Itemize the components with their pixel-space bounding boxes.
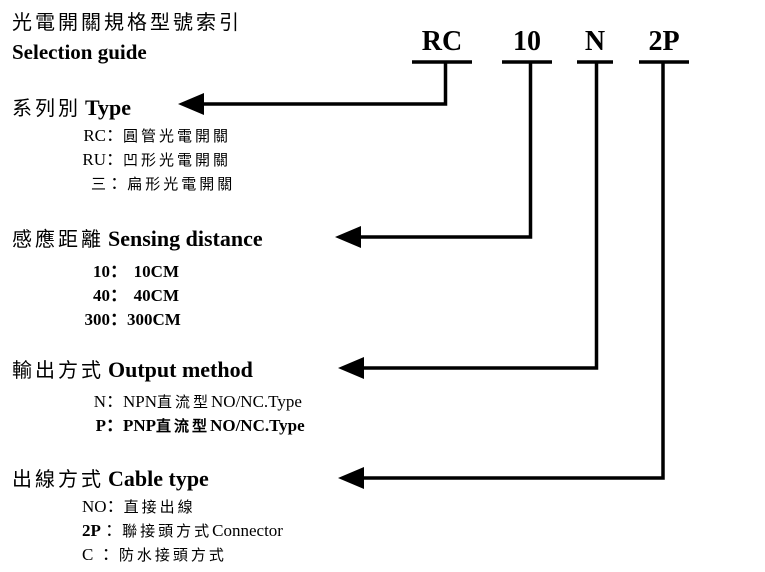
code-part-distance: 10 — [513, 26, 541, 57]
item-value: NPN — [123, 392, 158, 411]
item-sep: ： — [110, 286, 127, 305]
code-part-output: N — [584, 26, 606, 57]
item-value: PNP — [123, 416, 157, 435]
connector-cable — [360, 62, 665, 480]
list-item: RU：凹形光電開關 — [76, 148, 235, 172]
section-heading-output-en: Output method — [108, 357, 253, 382]
section-heading-cable-en: Cable type — [108, 466, 209, 491]
output-list: N：NPN直流型NO/NC.Type P：PNP直流型NO/NC.Type — [90, 390, 305, 438]
list-item: 2P ：聯接頭方式Connector — [82, 519, 283, 543]
item-value-zh: 聯接頭方式 — [122, 522, 213, 540]
item-sep: ： — [110, 262, 127, 281]
item-value: 凹形光電開關 — [123, 151, 232, 169]
section-heading-type-en: Type — [85, 95, 132, 120]
item-sep: ： — [100, 521, 123, 540]
item-key: RC — [83, 126, 106, 145]
arrow-type-icon — [178, 93, 204, 115]
item-key: C — [82, 545, 94, 564]
item-sep: ： — [106, 174, 128, 193]
item-value: 300CM — [127, 310, 181, 329]
item-value: 圓管光電開關 — [123, 127, 232, 145]
cable-list: NO：直接出線 2P ：聯接頭方式Connector C ：防水接頭方式 — [82, 495, 283, 567]
item-value: 40CM — [133, 286, 179, 305]
list-item: C ：防水接頭方式 — [82, 543, 283, 567]
arrow-output-icon — [338, 357, 364, 379]
item-sep: ： — [110, 310, 127, 329]
connector-distance — [358, 62, 533, 239]
item-key: NO — [82, 497, 107, 516]
item-value-zh: 直接出線 — [123, 498, 196, 516]
connector-series — [200, 62, 448, 106]
list-item: P：PNP直流型NO/NC.Type — [90, 414, 305, 438]
code-part-series: RC — [421, 26, 463, 57]
list-item: 300：300CM — [76, 308, 181, 332]
list-item: 10： 10CM — [76, 260, 179, 284]
item-sep: ： — [106, 392, 123, 411]
section-heading-cable-zh: 出線方式 — [12, 467, 104, 491]
list-item: 三 ：扁形光電開關 — [76, 172, 235, 196]
list-item: 40： 40CM — [76, 284, 179, 308]
item-key: 300 — [84, 310, 111, 329]
code-part-cable: 2P — [648, 26, 680, 57]
item-sep: ： — [106, 126, 123, 145]
distance-list: 10：10CM 40：40CM 300：300CM — [76, 260, 181, 332]
arrow-distance-icon — [335, 226, 361, 248]
title-chinese: 光電開關規格型號索引 — [12, 10, 242, 34]
title-english: Selection guide — [12, 40, 147, 64]
item-key: N — [93, 392, 106, 411]
section-heading-type-zh: 系列別 — [12, 96, 81, 120]
section-heading-output-zh: 輸出方式 — [12, 358, 104, 382]
connector-output — [360, 62, 599, 370]
item-key: 三 — [90, 175, 106, 193]
arrow-cable-icon — [338, 467, 364, 489]
item-sep: ： — [93, 545, 119, 564]
item-key: P — [95, 416, 106, 435]
item-value-suffix: NO/NC.Type — [211, 392, 302, 411]
type-list: RC：圓管光電開關 RU：凹形光電開關 三 ：扁形光電開關 — [76, 124, 235, 196]
item-value-suffix: NO/NC.Type — [210, 416, 305, 435]
item-value-en: Connector — [212, 521, 283, 540]
list-item: NO：直接出線 — [82, 495, 283, 519]
item-key: RU — [82, 150, 106, 169]
item-value-zh: 直流型 — [156, 417, 211, 435]
item-key: 2P — [82, 521, 101, 540]
item-key: 40 — [93, 286, 110, 305]
section-heading-distance-en: Sensing distance — [108, 226, 263, 251]
item-sep: ： — [106, 497, 124, 516]
list-item: N：NPN直流型NO/NC.Type — [90, 390, 305, 414]
section-heading-distance-zh: 感應距離 — [12, 227, 104, 251]
item-value-zh: 直流型 — [157, 393, 212, 411]
item-sep: ： — [106, 150, 123, 169]
item-value: 扁形光電開關 — [127, 175, 236, 193]
list-item: RC：圓管光電開關 — [76, 124, 235, 148]
item-value: 10CM — [133, 262, 179, 281]
item-value-zh: 防水接頭方式 — [118, 546, 227, 564]
item-sep: ： — [106, 416, 123, 435]
item-key: 10 — [93, 262, 110, 281]
